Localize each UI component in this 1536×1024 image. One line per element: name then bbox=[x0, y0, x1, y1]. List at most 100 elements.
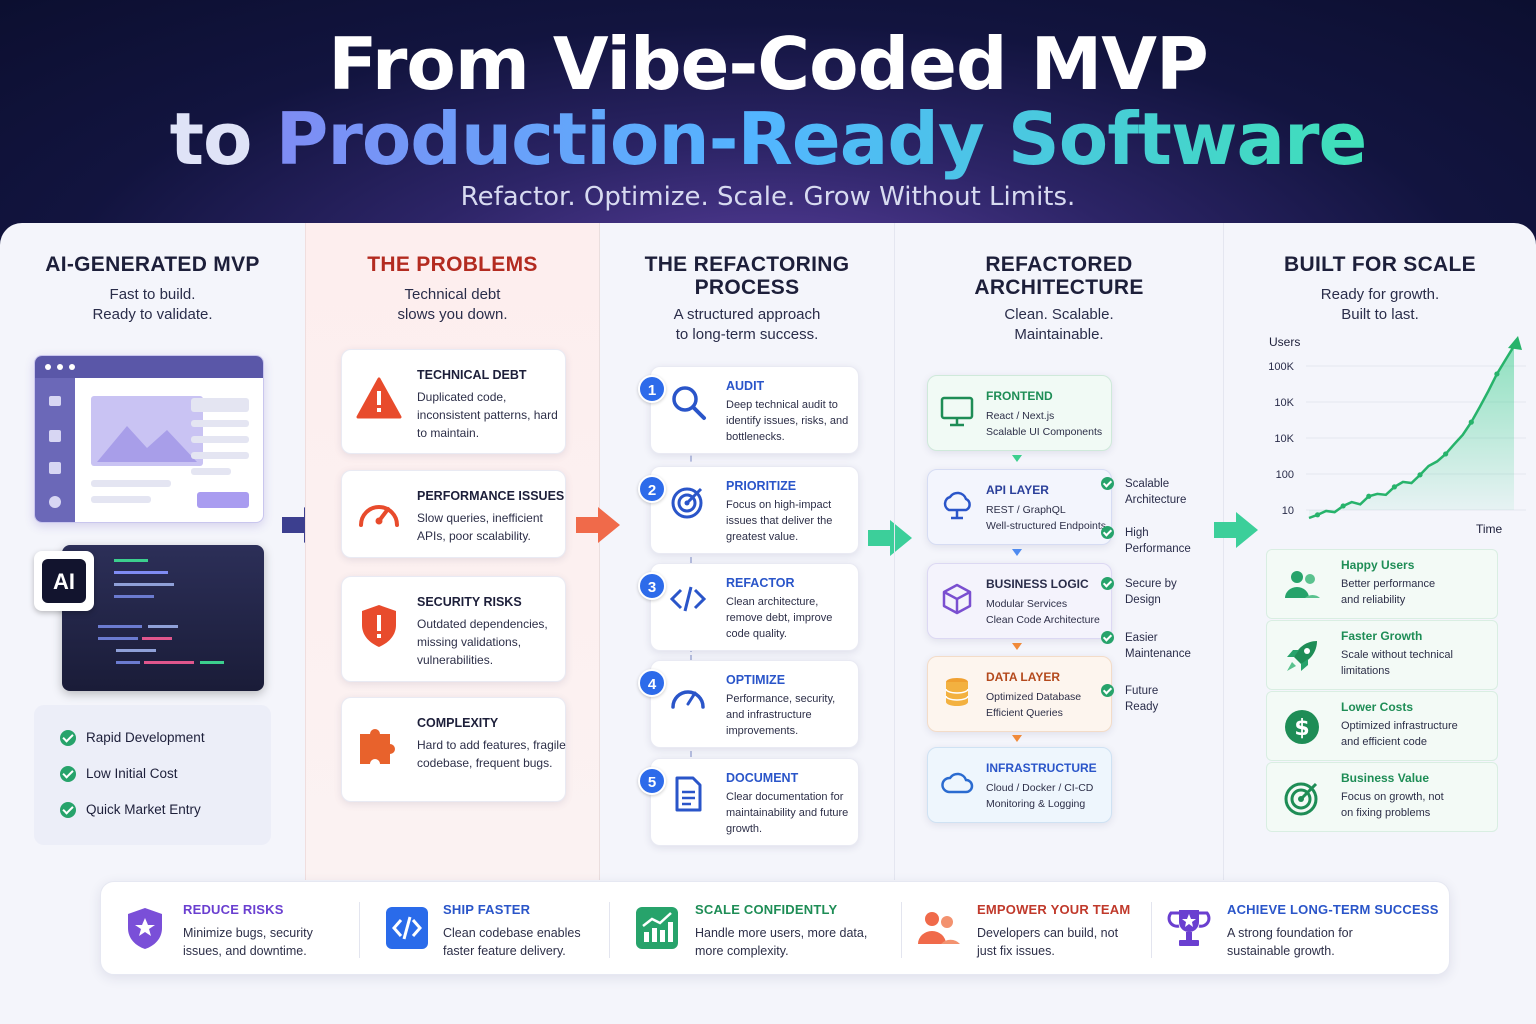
feature-line: Maintenance bbox=[1125, 648, 1191, 660]
cloud-icon bbox=[941, 772, 974, 794]
benefit-title: Happy Users bbox=[1341, 558, 1415, 572]
speedometer-icon bbox=[359, 505, 399, 527]
benefit-title: Lower Costs bbox=[1341, 700, 1414, 714]
process-step-card: AUDIT Deep technical audit to identify i… bbox=[650, 366, 859, 454]
scale-benefit-card: Happy Users Better performance and reliab… bbox=[1266, 549, 1498, 619]
step-description: Performance, security, and infrastructur… bbox=[726, 693, 836, 737]
footer-line: issues, and downtime. bbox=[183, 944, 307, 958]
y-tick-label: 10 bbox=[1282, 505, 1294, 517]
footer-line: faster feature delivery. bbox=[443, 944, 566, 958]
feature-line: Ready bbox=[1125, 701, 1159, 713]
layer-detail-line: Monitoring & Logging bbox=[986, 798, 1086, 810]
column-subtitle-2: Ready to validate. bbox=[92, 306, 213, 323]
column-subtitle-2: Maintainable. bbox=[1014, 326, 1104, 343]
check-icon bbox=[60, 802, 76, 818]
rocket-icon bbox=[1287, 641, 1317, 671]
benefit-line: on fixing problems bbox=[1341, 807, 1431, 819]
shield-alert-icon bbox=[362, 605, 396, 647]
y-tick-label: 10K bbox=[1274, 397, 1294, 409]
check-icon bbox=[1101, 577, 1114, 590]
chart-up-icon bbox=[636, 907, 678, 949]
title-word-to: to bbox=[169, 97, 253, 181]
check-icon bbox=[1101, 477, 1114, 490]
warning-icon bbox=[356, 377, 402, 419]
code-icon bbox=[669, 586, 707, 612]
check-icon bbox=[1101, 631, 1114, 644]
column-subtitle-1: Ready for growth. bbox=[1320, 286, 1440, 303]
divider bbox=[901, 902, 902, 958]
step-number-badge: 1 bbox=[638, 375, 666, 403]
step-description: Clear documentation for maintainability … bbox=[726, 791, 849, 835]
layer-detail-line: Scalable UI Components bbox=[986, 426, 1103, 438]
layer-detail-line: Optimized Database bbox=[986, 691, 1082, 703]
layer-detail-line: Clean Code Architecture bbox=[986, 614, 1100, 626]
cube-icon bbox=[942, 583, 972, 615]
column-heading: THE PROBLEMS bbox=[367, 253, 538, 276]
footer-line: more complexity. bbox=[695, 944, 789, 958]
divider bbox=[359, 902, 360, 958]
step-title: OPTIMIZE bbox=[726, 673, 786, 687]
step-title: REFACTOR bbox=[726, 576, 795, 590]
process-step-card: OPTIMIZE Performance, security, and infr… bbox=[650, 660, 859, 748]
footer-line: A strong foundation for bbox=[1227, 926, 1353, 940]
problem-title: COMPLEXITY bbox=[417, 716, 499, 730]
column-subtitle-2: Built to last. bbox=[1341, 306, 1419, 323]
dollar-icon: $ bbox=[1285, 710, 1319, 744]
step-title: AUDIT bbox=[726, 379, 765, 393]
data-point bbox=[1417, 472, 1423, 478]
problem-card: PERFORMANCE ISSUES Slow queries, ineffic… bbox=[341, 470, 566, 558]
problem-title: TECHNICAL DEBT bbox=[417, 368, 527, 382]
column-problems: THE PROBLEMS Technical debt slows you do… bbox=[305, 223, 600, 880]
flow-arrow-icon bbox=[576, 507, 620, 543]
feature-line: Secure by bbox=[1125, 578, 1177, 590]
step-number-badge: 4 bbox=[638, 669, 666, 697]
column-subtitle-1: A structured approach bbox=[673, 306, 821, 323]
magnifier-icon bbox=[672, 386, 706, 420]
problem-description: Duplicated code, inconsistent patterns, … bbox=[417, 390, 558, 440]
layer-detail-line: Well-structured Endpoints bbox=[986, 520, 1107, 532]
down-arrow-icon bbox=[1012, 643, 1022, 650]
monitor-icon bbox=[940, 396, 974, 427]
column-heading: AI-GENERATED MVP bbox=[45, 253, 260, 276]
down-arrow-icon bbox=[1012, 549, 1022, 556]
footer-line: Clean codebase enables bbox=[443, 926, 581, 940]
x-axis-label: Time bbox=[1476, 522, 1503, 536]
process-step-card: REFACTOR Clean architecture, remove debt… bbox=[650, 563, 859, 651]
footer-item: EMPOWER YOUR TEAM Developers can build, … bbox=[917, 882, 1157, 976]
hero-banner: From Vibe-Coded MVP to Production-Ready … bbox=[0, 0, 1536, 260]
benefit-line: Better performance bbox=[1341, 578, 1436, 590]
benefit-line: Scale without technical bbox=[1341, 649, 1453, 661]
column-process: THE REFACTORING PROCESS A structured app… bbox=[600, 223, 894, 880]
ai-badge: AI bbox=[34, 551, 94, 611]
problem-title: PERFORMANCE ISSUES bbox=[417, 489, 565, 503]
layer-title: API LAYER bbox=[986, 483, 1049, 497]
layer-title: DATA LAYER bbox=[986, 670, 1061, 684]
data-point bbox=[1443, 451, 1449, 457]
code-editor-mockup bbox=[62, 545, 264, 691]
shield-star-icon bbox=[128, 908, 162, 949]
benefit-line: and reliability bbox=[1341, 594, 1406, 606]
flow-arrow-icon bbox=[1214, 512, 1258, 548]
step-description: Deep technical audit to identify issues,… bbox=[726, 399, 849, 443]
step-title: PRIORITIZE bbox=[726, 479, 797, 493]
users-icon bbox=[1285, 571, 1320, 598]
step-number-badge: 2 bbox=[638, 475, 666, 503]
